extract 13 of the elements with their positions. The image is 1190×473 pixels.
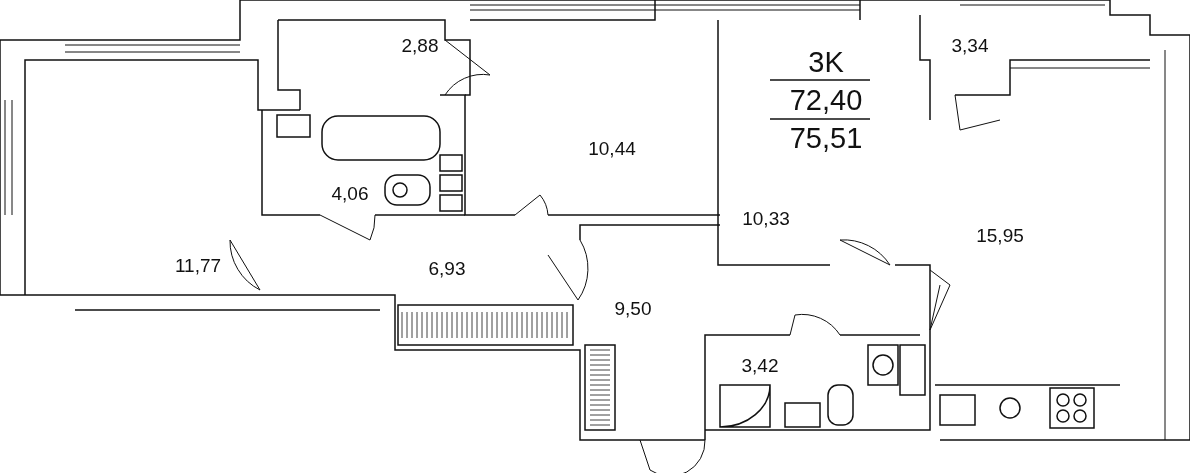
room-area: 6,93 [428, 258, 466, 278]
room-area: 9,50 [614, 298, 652, 318]
room-area: 11,77 [174, 255, 222, 275]
room-area: 2,88 [401, 35, 439, 55]
room-area: 15,95 [976, 225, 1024, 245]
room-area: 10,33 [742, 208, 790, 228]
total-area: 75,51 [789, 123, 863, 153]
room-area: 3,34 [951, 35, 989, 55]
room-area: 10,44 [588, 138, 636, 158]
apartment-type: 3K [808, 47, 844, 77]
room-area: 3,42 [741, 355, 779, 375]
living-area: 72,40 [789, 85, 863, 115]
room-area: 4,06 [331, 183, 369, 203]
